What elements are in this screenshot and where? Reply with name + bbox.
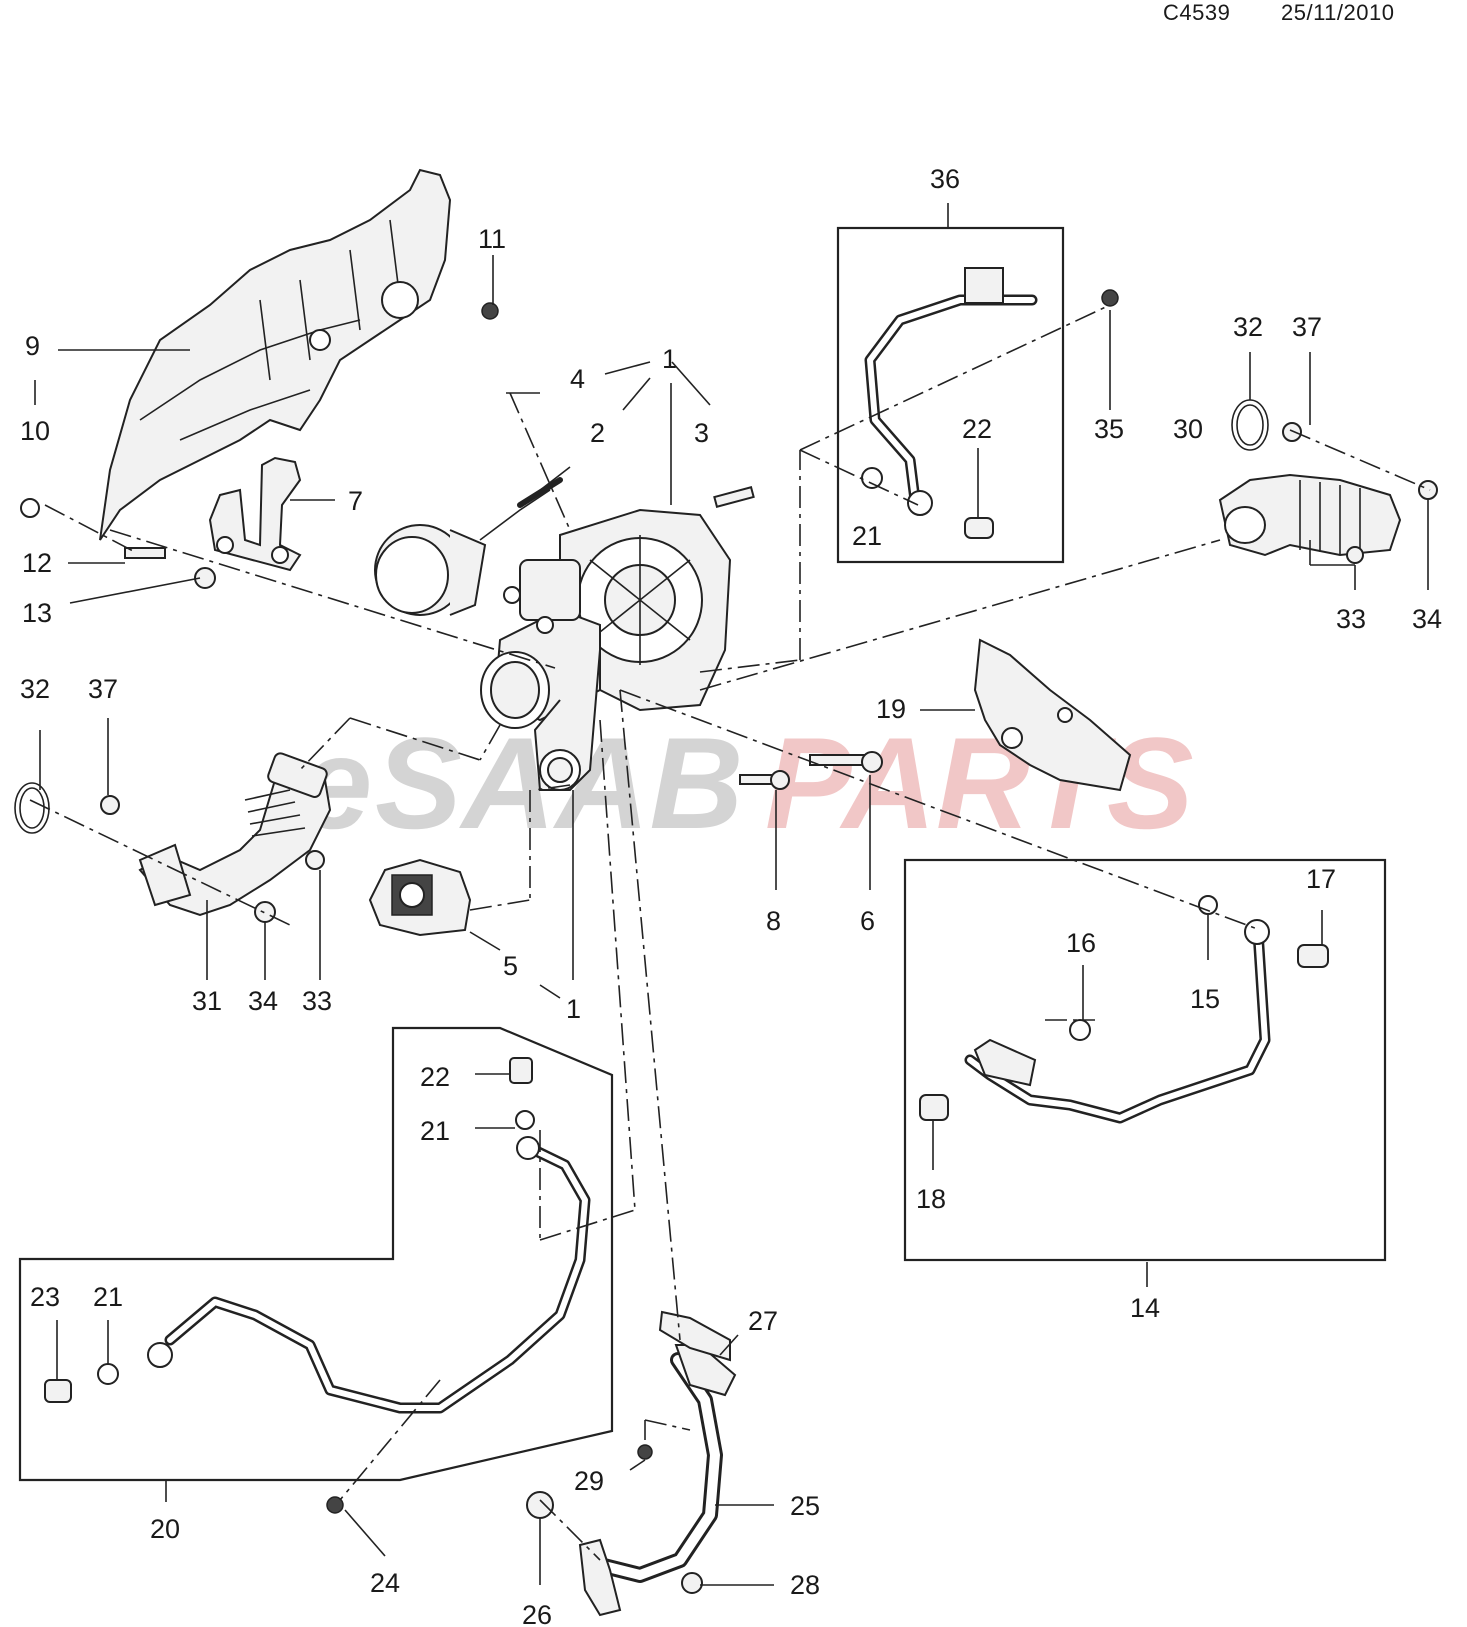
nut-part-33-left [305,850,325,870]
plug-part-26 [526,1491,554,1519]
callout-2: 2 [590,418,605,448]
bolt-part-37-right [1282,422,1302,442]
callout-37-left: 37 [88,674,118,704]
stud-part-12 [124,547,166,559]
callout-8: 8 [766,906,781,936]
callout-32-right: 32 [1233,312,1263,342]
callout-27: 27 [748,1306,778,1336]
callout-30: 30 [1173,414,1203,444]
callout-33-left: 33 [302,986,332,1016]
leader-lines [29,255,1431,1586]
nut-part-33-right [1346,546,1364,564]
callout-26: 26 [522,1600,552,1627]
gasket-part-32-left [14,782,50,834]
callout-4: 4 [570,364,585,394]
bracket-part-7 [208,456,302,572]
callout-12: 12 [22,548,52,578]
banjo-bolt-part-22-top [964,517,994,539]
valve-part-5 [368,858,472,937]
bolt-part-29 [637,1444,653,1460]
callout-28: 28 [790,1570,820,1600]
turbocharger-part-1 [480,508,732,791]
washer-part-10 [20,498,40,518]
outlet-elbow-part-30 [1218,473,1402,557]
callout-22-bottom: 22 [420,1062,450,1092]
callout-19: 19 [876,694,906,724]
oil-return-pipe-part-14 [964,919,1271,1124]
callout-37-right: 37 [1292,312,1322,342]
banjo-bolt-part-22-bottom [509,1057,533,1084]
oil-feed-pipe-part-36 [864,267,1038,516]
bolt-part-24 [326,1496,344,1514]
callout-32-left: 32 [20,674,50,704]
callout-10: 10 [20,416,50,446]
fasteners [20,289,1438,1594]
callout-15: 15 [1190,984,1220,1014]
nut-part-34-left [254,901,276,923]
bolt-part-11 [481,302,499,320]
watermark-parts: PARTS [765,710,1194,856]
group-box-14 [903,858,1387,1262]
callout-17: 17 [1306,864,1336,894]
callout-25: 25 [790,1491,820,1521]
callout-21-top: 21 [852,521,882,551]
callout-34-right: 34 [1412,604,1442,634]
callout-35: 35 [1094,414,1124,444]
washer-part-21-bottom-a [515,1110,535,1130]
callout-22-top: 22 [962,414,992,444]
callout-31: 31 [192,986,222,1016]
callout-11: 11 [478,224,506,254]
nut-part-34-right [1418,480,1438,500]
group-box-36 [836,226,1065,564]
callout-1-bottom: 1 [566,994,581,1024]
group-box-20 [18,1026,614,1482]
diagram-date: 25/11/2010 [1281,0,1395,25]
callout-6: 6 [860,906,875,936]
callout-13: 13 [22,598,52,628]
bolt-part-18 [919,1094,949,1121]
bolt-part-37-left [100,795,120,815]
wastegate-actuator [374,477,563,616]
callout-18: 18 [916,1184,946,1214]
washer-part-16 [1069,1019,1091,1041]
banjo-bolt-part-17 [1297,944,1329,968]
callout-5: 5 [503,951,518,981]
callout-3: 3 [694,418,709,448]
nut-part-13 [194,567,216,589]
intake-elbow-part-31 [138,752,332,917]
diagram-code: C4539 [1163,0,1231,25]
bolt-part-23 [44,1379,72,1403]
callout-20: 20 [150,1514,180,1544]
coolant-pipe-part-20 [147,1136,591,1414]
callout-1-top: 1 [662,344,677,374]
heat-shield-part-9 [99,168,452,541]
washer-part-21-top [861,467,883,489]
callout-labels: 1 1 2 3 4 5 6 7 8 9 10 11 12 13 14 15 16… [20,164,1442,1627]
callout-21-bottom: 21 [93,1282,123,1312]
bolt-part-6 [809,754,871,766]
heat-shield-part-19 [973,638,1132,792]
callout-16: 16 [1066,928,1096,958]
drain-pipe-part-25 [578,1310,737,1617]
bolt-part-28 [681,1572,703,1594]
callout-33-right: 33 [1336,604,1366,634]
callout-9: 9 [25,331,40,361]
callout-21-middle: 21 [420,1116,450,1146]
washer-part-21-bottom-b [97,1363,119,1385]
callout-24: 24 [370,1568,400,1598]
callout-7: 7 [348,486,363,516]
callout-29: 29 [574,1466,604,1496]
callout-36: 36 [930,164,960,194]
callout-14: 14 [1130,1293,1160,1323]
stud-part-3 [713,486,755,508]
bolt-part-35 [1101,289,1119,307]
callout-34-left: 34 [248,986,278,1016]
callout-23: 23 [30,1282,60,1312]
